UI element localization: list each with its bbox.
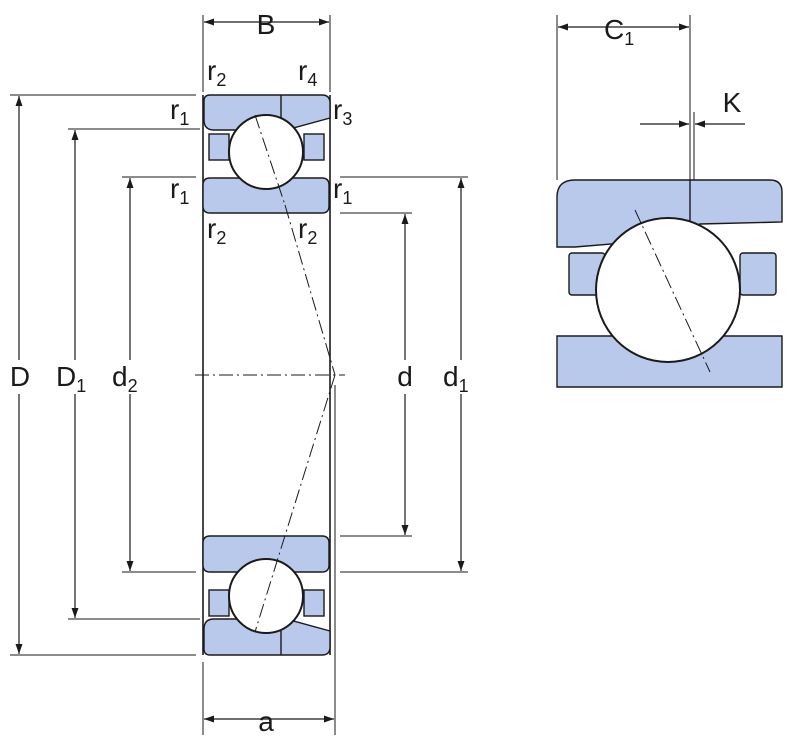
bottom-cage [208,589,325,617]
label-d2: d2 [112,361,138,396]
label-C1: C1 [604,14,634,49]
label-D1: D1 [56,361,86,396]
bottom-inner-ring [202,535,330,573]
label-d1: d1 [443,361,469,396]
detail-view: C1 K [556,14,783,388]
label-r1-mid-right: r1 [333,173,352,208]
detail-ball [595,217,741,363]
bottom-outer-ring [203,618,331,656]
main-section: B a D D1 d2 d d1 r2 r4 r1 r3 [6,9,482,737]
bottom-ball [228,558,304,634]
label-D: D [10,361,30,392]
label-r1-top: r1 [170,94,189,129]
label-d: d [397,361,413,392]
label-r2-mid-left: r2 [207,213,226,248]
label-B: B [257,9,276,40]
top-inner-ring [202,177,330,214]
top-outer-ring [203,94,331,131]
label-a: a [258,706,274,737]
contact-lines [195,114,345,633]
detail-contact-line [634,209,711,373]
label-r1-mid-left: r1 [170,173,189,208]
label-r2-mid-right: r2 [298,213,317,248]
label-K: K [723,87,742,118]
detail-cage-right [739,252,777,296]
label-r4: r4 [298,55,317,90]
label-r3: r3 [333,94,352,129]
top-cage [208,133,325,161]
extension-lines [10,15,468,735]
label-r2-top-left: r2 [207,55,226,90]
top-ball [228,114,304,190]
